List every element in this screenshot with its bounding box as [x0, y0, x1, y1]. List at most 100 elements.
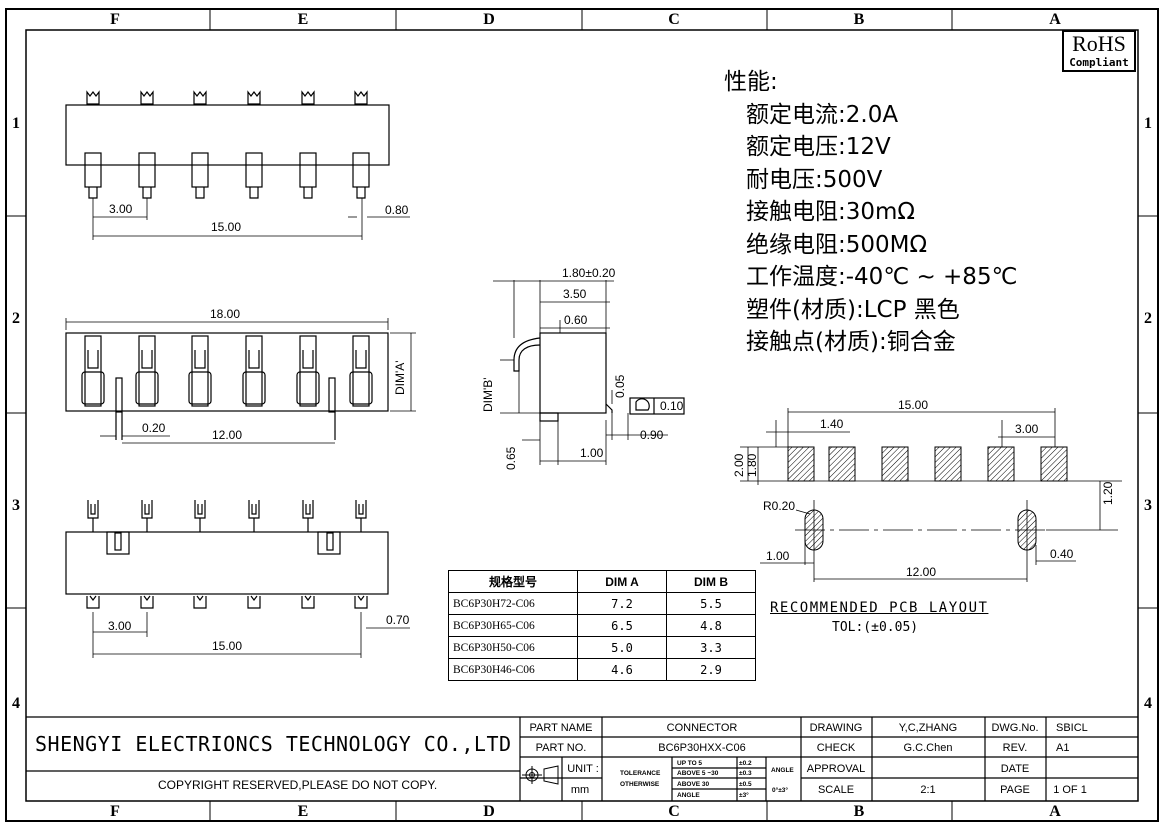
scale-value: 2:1: [920, 784, 935, 796]
table-cell: 7.2: [577, 592, 667, 615]
table-cell: 5.0: [577, 636, 667, 659]
unit-value: mm: [571, 784, 589, 796]
zone-row-label: 1: [12, 115, 20, 132]
title-block-grid: [26, 716, 1138, 801]
contact-tab: [84, 152, 102, 188]
table-row: BC6P30H50-C06 5.0 3.3: [448, 636, 756, 659]
dim-side-005: 0.05: [613, 374, 627, 398]
rohs-compliant: Compliant: [1069, 56, 1129, 69]
contact-slot: [355, 350, 367, 369]
dim-pcb-100: 1.00: [766, 549, 790, 563]
dim-side-350: 3.50: [563, 287, 587, 301]
contact-front: [245, 335, 263, 407]
contact-pin: [356, 187, 366, 199]
pcb-pad: [987, 446, 1015, 482]
contact-pin: [303, 187, 313, 199]
table-cell: BC6P30H72-C06: [448, 592, 578, 615]
contact-bottom: [194, 500, 206, 519]
contact-spring: [349, 371, 373, 405]
contact-bottom: [302, 500, 314, 519]
contact-foot: [86, 595, 100, 609]
dim-side-100: 1.00: [580, 446, 604, 460]
tol-range: ABOVE 30: [677, 781, 710, 788]
scale-label: SCALE: [818, 784, 854, 796]
pcb-pad: [881, 446, 909, 482]
zone-col-label: E: [298, 803, 309, 820]
contact-bottom: [141, 500, 153, 519]
tolerance-label-2: OTHERWISE: [620, 781, 660, 788]
copyright-notice: COPYRIGHT RESERVED,PLEASE DO NOT COPY.: [158, 778, 438, 792]
zone-col-label: F: [110, 803, 120, 820]
zone-row-label: 1: [1144, 115, 1152, 132]
contact-front: [299, 335, 317, 407]
table-row: BC6P30H46-C06 4.6 2.9: [448, 658, 756, 681]
dim-pcb-pitch: 3.00: [1015, 422, 1039, 436]
tol-range: ANGLE: [677, 792, 700, 799]
contact-tab: [299, 152, 317, 188]
table-header: DIM B: [666, 570, 756, 593]
zone-row-label: 3: [1144, 497, 1152, 514]
dim-bot-span: 15.00: [212, 639, 242, 653]
angle-value: 0°±3°: [772, 786, 788, 794]
dim-front-dima: DIM'A': [393, 360, 407, 395]
dim-pcb-span: 15.00: [898, 398, 928, 412]
contact-spring: [135, 371, 159, 405]
zone-row-label: 4: [12, 695, 20, 712]
zone-row-label: 2: [12, 310, 20, 327]
date-label: DATE: [1001, 763, 1030, 775]
table-cell: 4.8: [666, 614, 756, 637]
contact-tab: [191, 152, 209, 188]
dwg-value: SBICL: [1056, 722, 1088, 734]
sheet-border: [5, 8, 1159, 822]
side-view: [493, 280, 685, 465]
zone-col-label: D: [483, 11, 495, 28]
table-cell: BC6P30H46-C06: [448, 658, 578, 681]
spec-line: 额定电压:12V: [746, 134, 891, 160]
tol-value: ±0.5: [739, 781, 752, 788]
spec-title: 性能:: [724, 69, 778, 95]
contact-tip: [140, 90, 154, 105]
check-value: G.C.Chen: [904, 742, 953, 754]
contact-foot: [247, 595, 261, 609]
page-label: PAGE: [1000, 784, 1030, 796]
part-no-label: PART NO.: [536, 742, 587, 754]
dim-front-span: 12.00: [212, 428, 242, 442]
contact-front: [84, 335, 102, 407]
unit-label: UNIT :: [567, 763, 599, 775]
contact-foot: [301, 595, 315, 609]
contact-tip: [301, 90, 315, 105]
table-cell: 3.3: [666, 636, 756, 659]
angle-label: ANGLE: [771, 767, 794, 774]
rev-value: A1: [1056, 742, 1069, 754]
spec-line: 绝缘电阻:500MΩ: [746, 231, 928, 258]
table-row: BC6P30H72-C06 7.2 5.5: [448, 592, 756, 615]
zone-row-label: 4: [1144, 695, 1152, 712]
rohs-title: RoHS: [1072, 31, 1126, 56]
zone-col-label: E: [298, 11, 309, 28]
dim-pcb-200: 2.00: [732, 453, 746, 477]
dim-pcb-120: 1.20: [1101, 481, 1115, 505]
dim-side-flatness: 0.10: [660, 399, 684, 413]
spec-line: 接触点(材质):铜合金: [746, 329, 956, 355]
pcb-tolerance: TOL:(±0.05): [832, 620, 919, 635]
dim-bot-pin: 0.70: [386, 613, 410, 627]
spec-line: 额定电流:2.0A: [746, 101, 899, 128]
contact-spring: [81, 371, 105, 405]
contact-tip: [86, 90, 100, 105]
tol-value: ±0.3: [739, 770, 752, 777]
dim-front-len: 18.00: [210, 307, 240, 321]
page-value: 1 OF 1: [1053, 784, 1087, 796]
table-cell: BC6P30H50-C06: [448, 636, 578, 659]
zone-col-label: B: [854, 11, 865, 28]
dim-top-span: 15.00: [211, 220, 241, 234]
contact-bottom: [87, 500, 99, 519]
contact-front: [191, 335, 209, 407]
table-header: DIM A: [577, 570, 667, 593]
contact-tab: [138, 152, 156, 188]
dim-top-pin: 0.80: [385, 203, 409, 217]
tol-value: ±0.2: [739, 760, 752, 767]
pcb-pad: [1040, 446, 1068, 482]
table-row: BC6P30H65-C06 6.5 4.8: [448, 614, 756, 637]
dim-pcb-radius: R0.20: [763, 499, 795, 513]
